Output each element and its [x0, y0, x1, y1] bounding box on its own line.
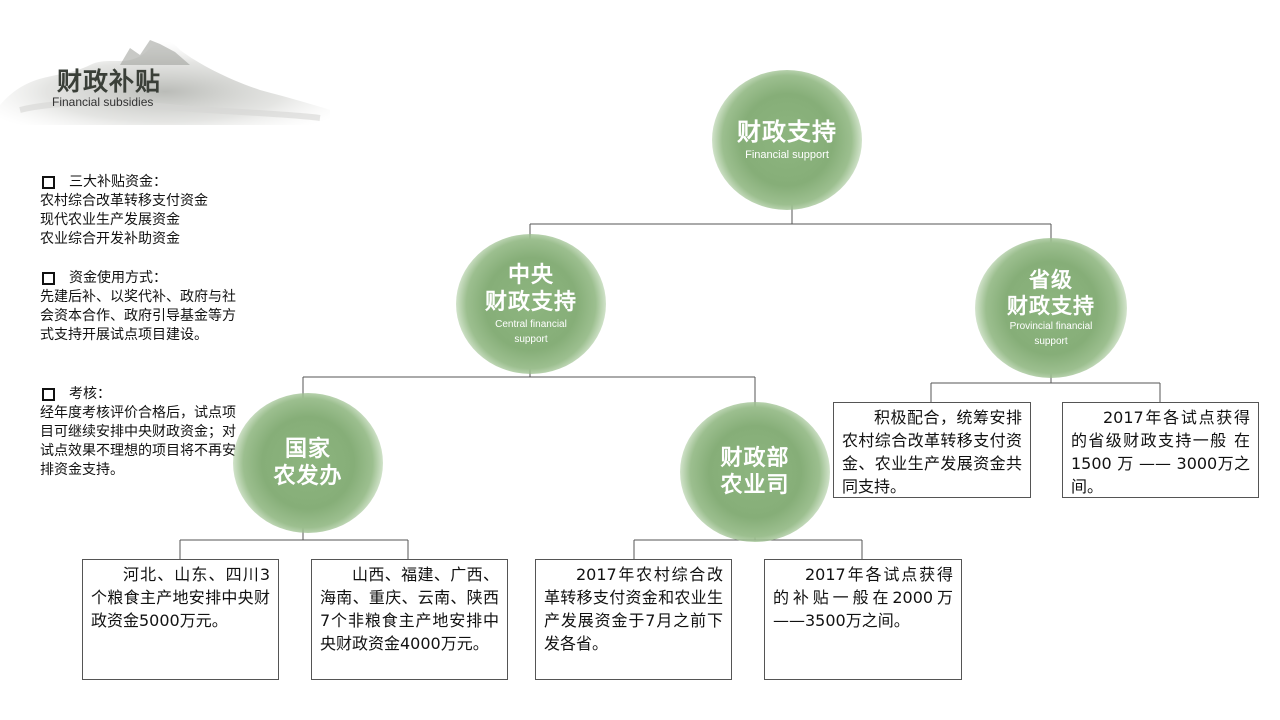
node-central-support: 中央 财政支持 Central financial support — [456, 234, 606, 374]
box-subsidy-amount: 2017年各试点获得的补贴一般在2000万 ——3500万之间。 — [764, 559, 962, 680]
node-ministry-agri-dept: 财政部 农业司 — [680, 402, 830, 542]
checkbox-bullet-icon — [42, 272, 55, 285]
checkbox-bullet-icon — [42, 388, 55, 401]
page-subtitle: Financial subsidies — [52, 95, 154, 109]
node-label-en: Provincial financial support — [1009, 321, 1093, 348]
note-heading: 三大补贴资金： — [69, 174, 167, 190]
box-grain-provinces: 河北、山东、四川3个粮食主产地安排中央财政资金5000万元。 — [82, 559, 279, 680]
box-non-grain-provinces: 山西、福建、广西、海南、重庆、云南、陕西7个非粮食主产地安排中央财政资金4000… — [311, 559, 508, 680]
note-heading: 考核： — [69, 386, 111, 402]
node-label-en: Financial support — [745, 148, 829, 161]
note-body: 经年度考核评价合格后，试点项目可继续安排中央财政资金；对试点效果不理想的项目将不… — [40, 405, 236, 478]
checkbox-bullet-icon — [42, 176, 55, 189]
note-subsidy-funds: 三大补贴资金： 农村综合改革转移支付资金 现代农业生产发展资金 农业综合开发补助… — [40, 173, 245, 249]
note-assessment: 考核： 经年度考核评价合格后，试点项目可继续安排中央财政资金；对试点效果不理想的… — [40, 385, 245, 480]
node-label: 财政支持 — [737, 117, 837, 146]
node-agri-dev-office: 国家 农发办 — [233, 393, 383, 533]
note-body: 农村综合改革转移支付资金 现代农业生产发展资金 农业综合开发补助资金 — [40, 193, 208, 247]
note-fund-usage: 资金使用方式： 先建后补、以奖代补、政府与社会资本合作、政府引导基金等方式支持开… — [40, 269, 245, 345]
node-label: 国家 农发办 — [273, 436, 343, 490]
mountain-decoration — [0, 40, 330, 125]
node-label: 中央 财政支持 — [484, 262, 577, 316]
box-provincial-coordination: 积极配合，统筹安排农村综合改革转移支付资金、农业生产发展资金共同支持。 — [833, 402, 1031, 498]
box-provincial-amount: 2017年各试点获得的省级财政支持一般 在 1500 万 —— 3000万之间。 — [1062, 402, 1259, 498]
page-title: 财政补贴 — [57, 67, 162, 96]
note-body: 先建后补、以奖代补、政府与社会资本合作、政府引导基金等方式支持开展试点项目建设。 — [40, 289, 236, 343]
note-heading: 资金使用方式： — [69, 270, 167, 286]
node-label: 财政部 农业司 — [720, 445, 790, 499]
node-label-en: Central financial support — [495, 318, 567, 345]
node-financial-support: 财政支持 Financial support — [712, 70, 862, 210]
box-fund-release: 2017年农村综合改革转移支付资金和农业生产发展资金于7月之前下发各省。 — [535, 559, 732, 680]
node-label: 省级 财政支持 — [1007, 267, 1095, 318]
node-provincial-support: 省级 财政支持 Provincial financial support — [975, 238, 1127, 378]
